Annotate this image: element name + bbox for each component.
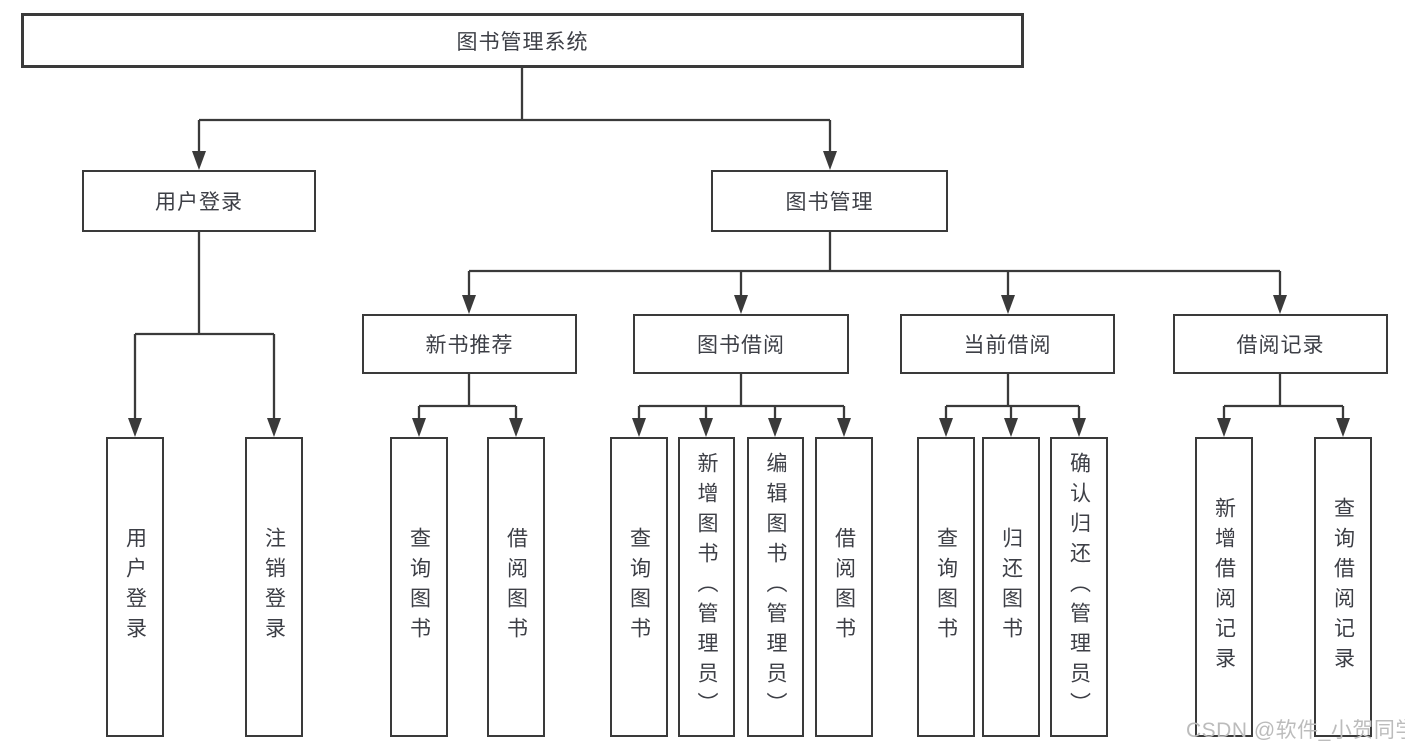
node-new-book-recommend: 新书推荐 [362, 314, 577, 374]
leaf-query-book-3: 查询图书 [917, 437, 975, 737]
leaf-user-login: 用户登录 [106, 437, 164, 737]
leaf-logout-login-label: 注销登录 [262, 527, 286, 647]
leaf-query-book-3-label: 查询图书 [934, 527, 958, 647]
leaf-user-login-label: 用户登录 [123, 527, 147, 647]
leaf-query-book-2: 查询图书 [610, 437, 668, 737]
node-borrow-records: 借阅记录 [1173, 314, 1388, 374]
leaf-query-borrow-record-label: 查询借阅记录 [1331, 497, 1355, 677]
leaf-confirm-return-admin: 确认归还（管理员） [1050, 437, 1108, 737]
leaf-add-borrow-record: 新增借阅记录 [1195, 437, 1253, 737]
node-new-book-recommend-label: 新书推荐 [425, 334, 514, 357]
leaf-edit-book-admin: 编辑图书（管理员） [747, 437, 804, 737]
node-user-login-label: 用户登录 [155, 191, 243, 214]
leaf-borrow-book-1-label: 借阅图书 [504, 527, 528, 647]
leaf-borrow-book-2-label: 借阅图书 [832, 527, 856, 647]
node-book-borrow: 图书借阅 [633, 314, 849, 374]
node-book-management: 图书管理 [711, 170, 948, 232]
leaf-add-book-admin: 新增图书（管理员） [678, 437, 735, 737]
node-current-borrow-label: 当前借阅 [963, 334, 1052, 357]
leaf-query-book-1-label: 查询图书 [407, 527, 431, 647]
leaf-borrow-book-1: 借阅图书 [487, 437, 545, 737]
leaf-logout-login: 注销登录 [245, 437, 303, 737]
leaf-query-borrow-record: 查询借阅记录 [1314, 437, 1372, 737]
node-borrow-records-label: 借阅记录 [1236, 334, 1325, 357]
leaf-confirm-return-admin-label: 确认归还（管理员） [1067, 452, 1091, 722]
csdn-watermark: CSDN @软件_小贺同学 [1186, 719, 1405, 742]
node-library-system: 图书管理系统 [21, 13, 1024, 68]
node-book-borrow-label: 图书借阅 [697, 334, 785, 357]
node-user-login: 用户登录 [82, 170, 316, 232]
leaf-add-book-admin-label: 新增图书（管理员） [695, 452, 718, 722]
node-book-management-label: 图书管理 [785, 191, 874, 214]
leaf-return-book: 归还图书 [982, 437, 1040, 737]
leaf-edit-book-admin-label: 编辑图书（管理员） [764, 452, 787, 722]
leaf-add-borrow-record-label: 新增借阅记录 [1212, 497, 1236, 677]
leaf-return-book-label: 归还图书 [999, 527, 1023, 647]
leaf-query-book-1: 查询图书 [390, 437, 448, 737]
arrowheads [128, 151, 1350, 437]
node-current-borrow: 当前借阅 [900, 314, 1115, 374]
node-library-system-label: 图书管理系统 [456, 30, 589, 54]
leaf-borrow-book-2: 借阅图书 [815, 437, 873, 737]
leaf-query-book-2-label: 查询图书 [627, 527, 651, 647]
